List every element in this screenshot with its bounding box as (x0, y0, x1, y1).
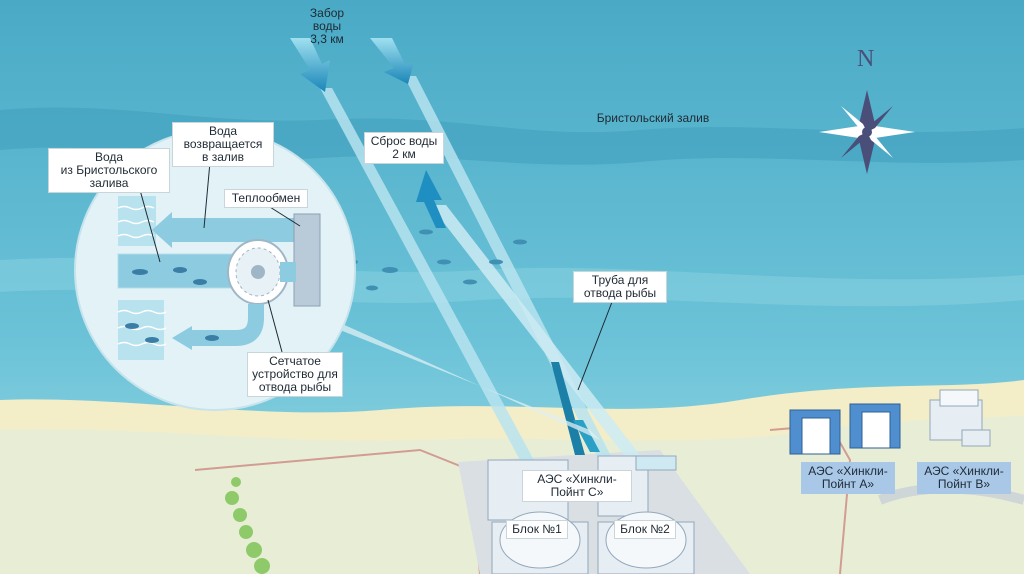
plant-c-label: АЭС «Хинкли- Пойнт С» (522, 470, 632, 502)
intake-label: Забор воды 3,3 км (309, 6, 345, 46)
plant-b-buildings (929, 389, 991, 447)
fish-return-pipe (551, 362, 585, 455)
plant-c-buildings (487, 455, 695, 574)
fish-pipe-label: Труба для отвода рыбы (573, 271, 667, 303)
intake-pipe-1 (320, 88, 535, 462)
intake-arrow-1 (290, 38, 330, 92)
plant-a-buildings (789, 403, 901, 455)
sea-fish (346, 229, 527, 291)
magnifier-content (117, 196, 321, 360)
plant-a-label: АЭС «Хинкли- Пойнт А» (801, 462, 895, 494)
trees (225, 477, 270, 574)
plant-b-label: АЭС «Хинкли- Пойнт В» (917, 462, 1011, 494)
compass-north-label: N (857, 46, 875, 72)
discharge-arrow (416, 170, 446, 228)
water-returns-label: Вода возвращается в залив (172, 122, 274, 167)
zoom-cone (300, 305, 600, 440)
mesh-device-label: Сетчатое устройство для отвода рыбы (247, 352, 343, 397)
intake-arrow-2 (370, 38, 414, 84)
unit1-label: Блок №1 (506, 520, 568, 539)
heat-exchange-label: Теплообмен (224, 189, 308, 208)
discharge-pipe (430, 205, 640, 455)
water-from-bay-label: Вода из Бристольского залива (48, 148, 170, 193)
bay-label: Бристольский залив (596, 111, 710, 125)
discharge-label: Сброс воды 2 км (364, 132, 444, 164)
compass-icon (819, 90, 915, 174)
unit2-label: Блок №2 (614, 520, 676, 539)
